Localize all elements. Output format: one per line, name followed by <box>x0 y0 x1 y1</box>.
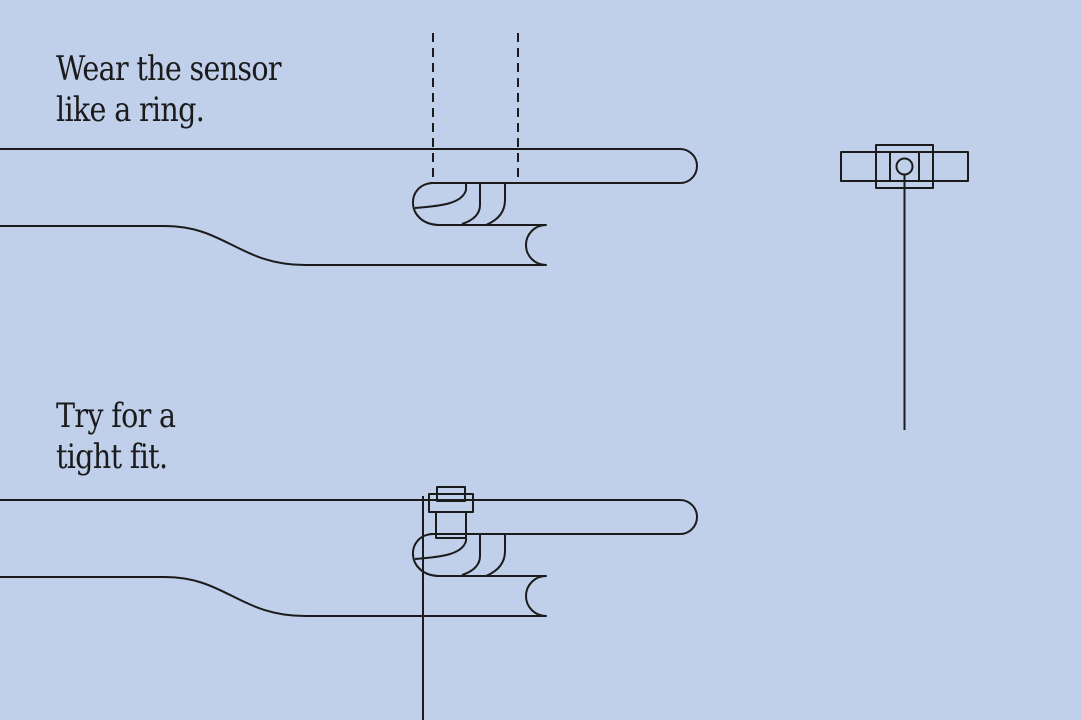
pointing-hand-icon-top <box>0 148 698 266</box>
index-finger-outline <box>0 499 698 535</box>
sensor-dot <box>895 157 914 176</box>
instruction-tight-fit-line-2: tight fit. <box>56 437 168 477</box>
ring-sensor-icon <box>422 486 474 720</box>
finger-knuckle-line <box>485 183 506 226</box>
pointing-hand-icon-bottom <box>0 499 698 617</box>
finger-knuckle-line <box>461 183 481 225</box>
instruction-wear-sensor: Wear the sensor like a ring. <box>56 49 282 131</box>
ring-sensor-body <box>428 493 474 513</box>
finger-knuckle-line <box>485 534 506 577</box>
curled-fingers <box>0 533 547 617</box>
index-finger-outline <box>0 148 698 184</box>
curled-fingers <box>0 182 547 266</box>
ring-sensor-strap <box>435 511 467 539</box>
instruction-wear-sensor-line-1: Wear the sensor <box>56 49 282 89</box>
instruction-wear-sensor-line-2: like a ring. <box>56 90 205 130</box>
instruction-tight-fit-line-1: Try for a <box>56 396 176 436</box>
finger-knuckle-line <box>461 534 481 576</box>
instruction-tight-fit: Try for a tight fit. <box>56 396 176 478</box>
sensor-band-icon <box>840 144 969 430</box>
finger-knuckle-line <box>414 183 467 209</box>
